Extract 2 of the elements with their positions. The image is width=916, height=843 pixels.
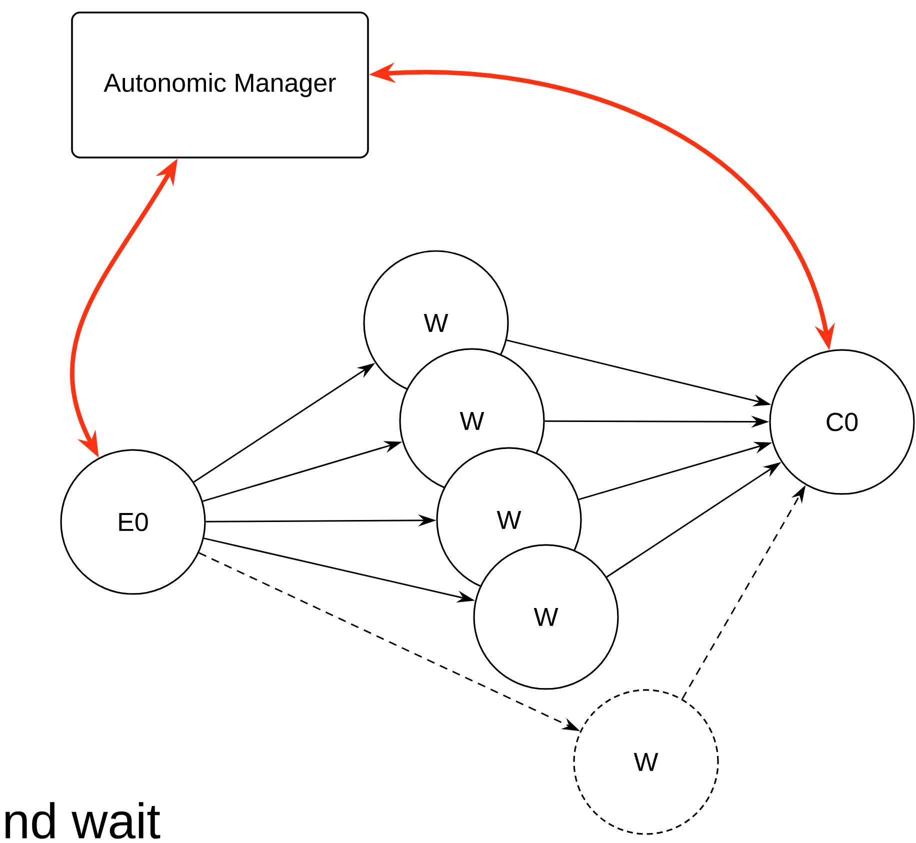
manager-box: Autonomic Manager (71, 12, 369, 158)
caption-text: nd wait (6, 802, 160, 839)
